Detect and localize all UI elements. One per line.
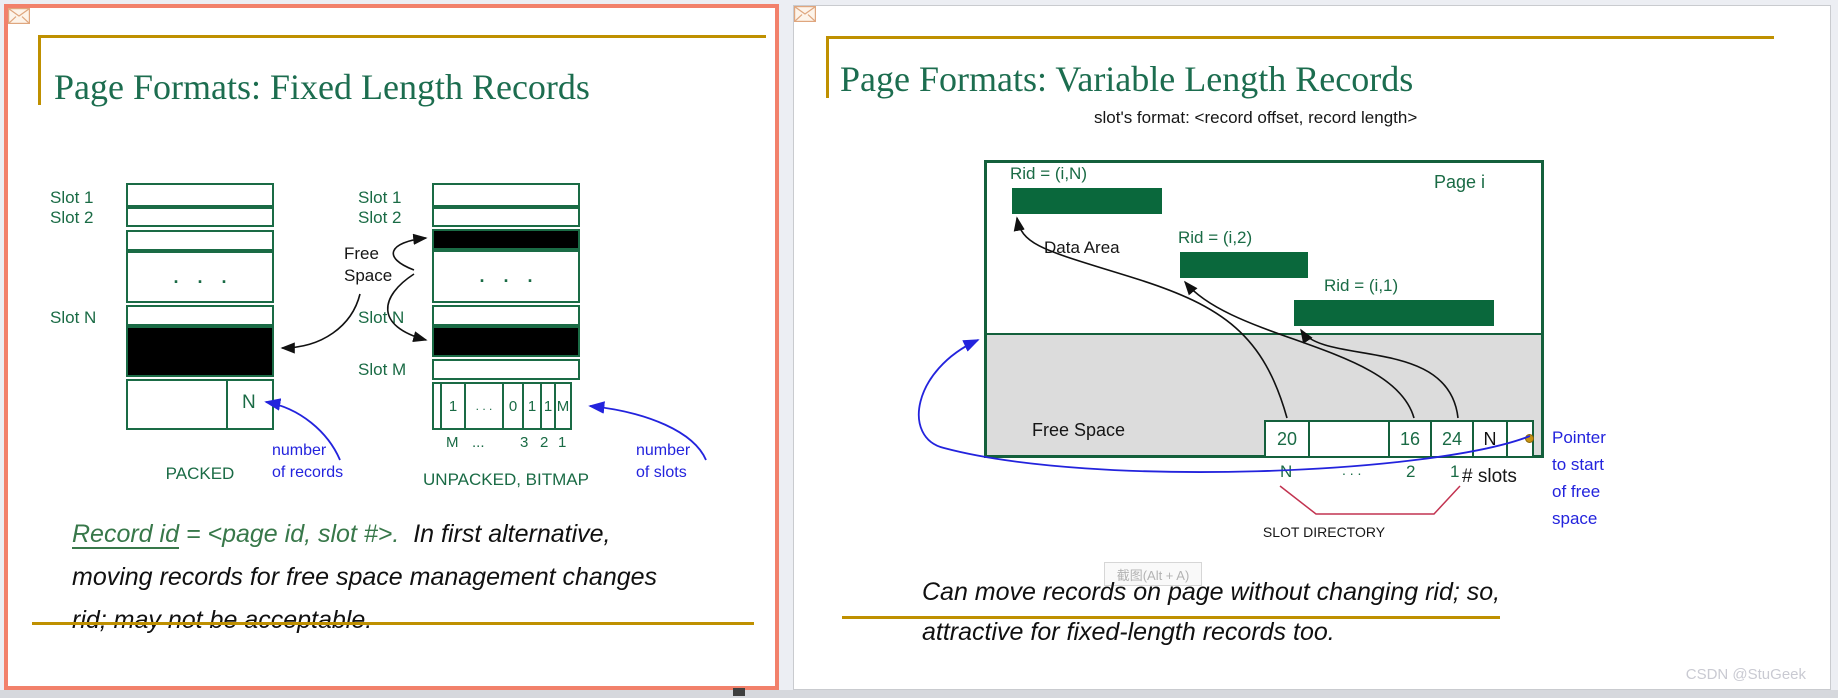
gold-rule-horizontal	[38, 35, 766, 38]
packed-slotN-label: Slot N	[50, 308, 97, 327]
gold-rule-bottom	[842, 616, 1500, 619]
free-space-label-line1: Free	[344, 244, 379, 263]
gold-rule-bottom	[32, 622, 754, 625]
unpacked-record-row	[432, 359, 580, 380]
record-bar-i2	[1180, 252, 1308, 278]
slot-directory: 20 16 24 N	[1264, 420, 1534, 458]
unpacked-ellipsis-row: . . .	[432, 250, 580, 303]
gold-rule-vertical	[38, 35, 41, 105]
rid-iN-label: Rid = (i,N)	[1010, 164, 1087, 183]
packed-record-row	[126, 183, 274, 207]
slide-fixed-length-records: Page Formats: Fixed Length Records Slot …	[4, 4, 779, 690]
slot-count-cell: N	[1472, 420, 1508, 458]
bitmap-cell: 1	[522, 382, 542, 430]
number-of-slots-note-line2: of slots	[636, 464, 687, 481]
pointer-note-line3: of free	[1552, 482, 1601, 501]
free-space-arrow-to-packed-black-row	[280, 293, 361, 354]
slot-index-N: N	[1280, 462, 1293, 481]
packed-slot1-label: Slot 1	[50, 188, 94, 207]
packed-record-row	[126, 207, 274, 227]
record-bar-iN	[1012, 188, 1162, 214]
packed-free-space-row	[126, 326, 274, 377]
unpacked-record-row	[432, 183, 580, 207]
slot-cell-2: 16	[1388, 420, 1432, 458]
unpacked-free-space-row	[432, 326, 580, 357]
bullet-line2: attractive for fixed-length records too.	[922, 618, 1335, 646]
record-bar-i1	[1294, 300, 1494, 326]
record-id-term: Record id	[72, 520, 179, 548]
bitmap-index-label: 3	[520, 434, 529, 451]
bitmap-cell: . . .	[464, 382, 504, 430]
page-i-label: Page i	[1434, 172, 1486, 192]
bitmap-cell: 1	[440, 382, 466, 430]
record-id-definition: = <page id, slot #>.	[179, 520, 400, 548]
number-of-records-note-line2: of records	[272, 464, 344, 481]
slot-index-dots: . . .	[1342, 462, 1362, 478]
unpacked-free-space-row	[432, 229, 580, 250]
bitmap-cell: 0	[502, 382, 524, 430]
pointer-note-line2: to start	[1552, 455, 1604, 474]
gold-rule-vertical	[826, 36, 829, 98]
bitmap-cell: M	[554, 382, 572, 430]
bullet-line2: moving records for free space management…	[72, 563, 658, 591]
bitmap-index-label: 2	[540, 434, 549, 451]
bitmap-index-label: M	[446, 434, 459, 451]
packed-caption: PACKED	[165, 464, 235, 483]
packed-slot2-label: Slot 2	[50, 208, 94, 227]
slot-directory-caption: SLOT DIRECTORY	[1262, 524, 1386, 540]
slide-title: Page Formats: Fixed Length Records	[54, 67, 590, 107]
packed-ellipsis-row: . . .	[126, 251, 274, 303]
slot-cell-ellipsis	[1308, 420, 1390, 458]
slide-title: Page Formats: Variable Length Records	[840, 59, 1414, 99]
unpacked-slot2-label: Slot 2	[358, 208, 402, 227]
rid-i1-label: Rid = (i,1)	[1324, 276, 1399, 295]
pointer-note-line4: space	[1552, 509, 1598, 528]
packed-record-row	[126, 230, 274, 251]
data-area-label: Data Area	[1044, 238, 1120, 257]
gold-rule-horizontal	[826, 36, 1774, 39]
packed-footer-row	[126, 379, 274, 430]
slot-cell-1: 24	[1430, 420, 1474, 458]
free-space-arrow-to-lower-black-row	[386, 273, 428, 343]
packed-record-count: N	[242, 392, 256, 413]
number-of-records-note-line1: number	[272, 442, 327, 459]
slot-directory-bracket	[1279, 485, 1461, 515]
number-of-slots-note-line1: number	[636, 442, 691, 459]
bitmap-index-label: ...	[472, 434, 485, 451]
slot-index-2: 2	[1406, 462, 1416, 481]
slot-cell-N: 20	[1264, 420, 1310, 458]
packed-footer-divider	[226, 379, 228, 430]
screenshot-hint-tooltip: 截图(Alt + A)	[1104, 562, 1202, 586]
unpacked-slotN-label: Slot N	[358, 308, 405, 327]
page-bottom-strip	[0, 690, 1838, 698]
cursor-mark	[733, 688, 745, 696]
bullet-line3: rid; may not be acceptable.	[72, 606, 373, 634]
free-space-label: Free Space	[1032, 420, 1126, 440]
bitmap-index-label: 1	[558, 434, 567, 451]
bullet-envelope-icon	[8, 8, 30, 28]
free-space-pointer-dot	[1525, 434, 1534, 443]
unpacked-slotM-label: Slot M	[358, 360, 407, 379]
slot-format-subtitle: slot's format: <record offset, record le…	[1094, 108, 1418, 127]
rid-i2-label: Rid = (i,2)	[1178, 228, 1253, 247]
num-slots-label: # slots	[1462, 466, 1517, 487]
unpacked-record-row	[432, 207, 580, 227]
packed-record-row	[126, 305, 274, 326]
csdn-watermark: CSDN @StuGeek	[1685, 666, 1806, 683]
free-space-label-line2: Space	[344, 266, 393, 285]
unpacked-record-row	[432, 305, 580, 326]
slide-variable-length-records: Page Formats: Variable Length Records sl…	[793, 5, 1831, 690]
bullet-line1-rest: In first alternative,	[399, 520, 611, 548]
bitmap-row: 1 . . . 0 1 1 M	[432, 382, 572, 430]
bullet-line1: Can move records on page without changin…	[922, 578, 1501, 606]
bullet-line1: Record id = <page id, slot #>. In first …	[72, 520, 611, 549]
unpacked-slot1-label: Slot 1	[358, 188, 402, 207]
bullet-envelope-icon	[794, 6, 816, 26]
unpacked-caption: UNPACKED, BITMAP	[423, 470, 589, 489]
pointer-note-line1: Pointer	[1552, 428, 1606, 447]
free-space-arrow-to-upper-black-row	[392, 233, 428, 271]
slot-index-1: 1	[1450, 462, 1460, 481]
